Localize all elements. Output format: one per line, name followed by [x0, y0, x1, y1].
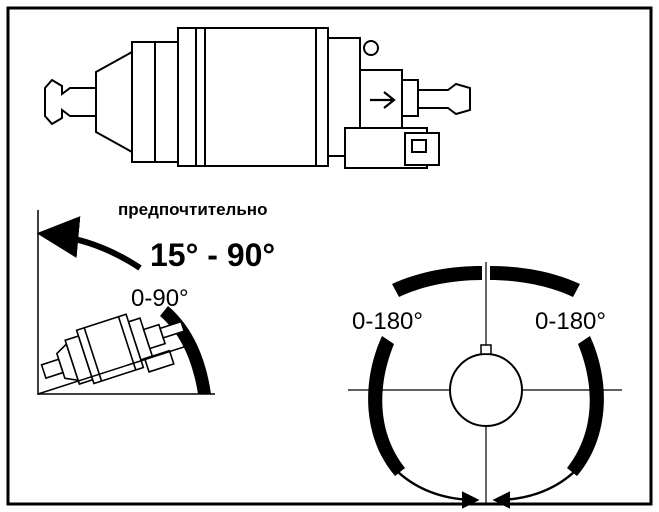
bottom-left-arrow	[397, 471, 480, 509]
top-right-arc-segment	[490, 266, 580, 297]
preferred-arc-arrow	[36, 216, 142, 271]
pump-end-view-circle	[449, 353, 523, 427]
fuel-pump-top-icon	[44, 27, 471, 169]
range-0-90-arc	[160, 306, 211, 394]
tilt-angle-diagram	[36, 210, 215, 395]
incline-axis-line	[37, 344, 191, 395]
diagram-border	[6, 6, 653, 506]
range-0-90-label: 0-90°	[131, 285, 189, 312]
top-left-arc-segment	[392, 266, 482, 297]
flow-direction-arrow-icon	[370, 91, 396, 109]
range-0-180-right-label: 0-180°	[535, 308, 606, 335]
rotation-diagram	[348, 262, 622, 509]
pump-top-nub	[480, 344, 492, 355]
preferred-label: предпочтительно	[118, 200, 268, 219]
right-arc-segment	[567, 336, 604, 476]
left-arc-segment	[368, 336, 405, 476]
bottom-right-arrow	[492, 471, 575, 509]
preferred-range-label: 15° - 90°	[150, 237, 276, 273]
range-0-180-left-label: 0-180°	[352, 308, 423, 335]
tilted-pump-icon	[40, 313, 186, 386]
